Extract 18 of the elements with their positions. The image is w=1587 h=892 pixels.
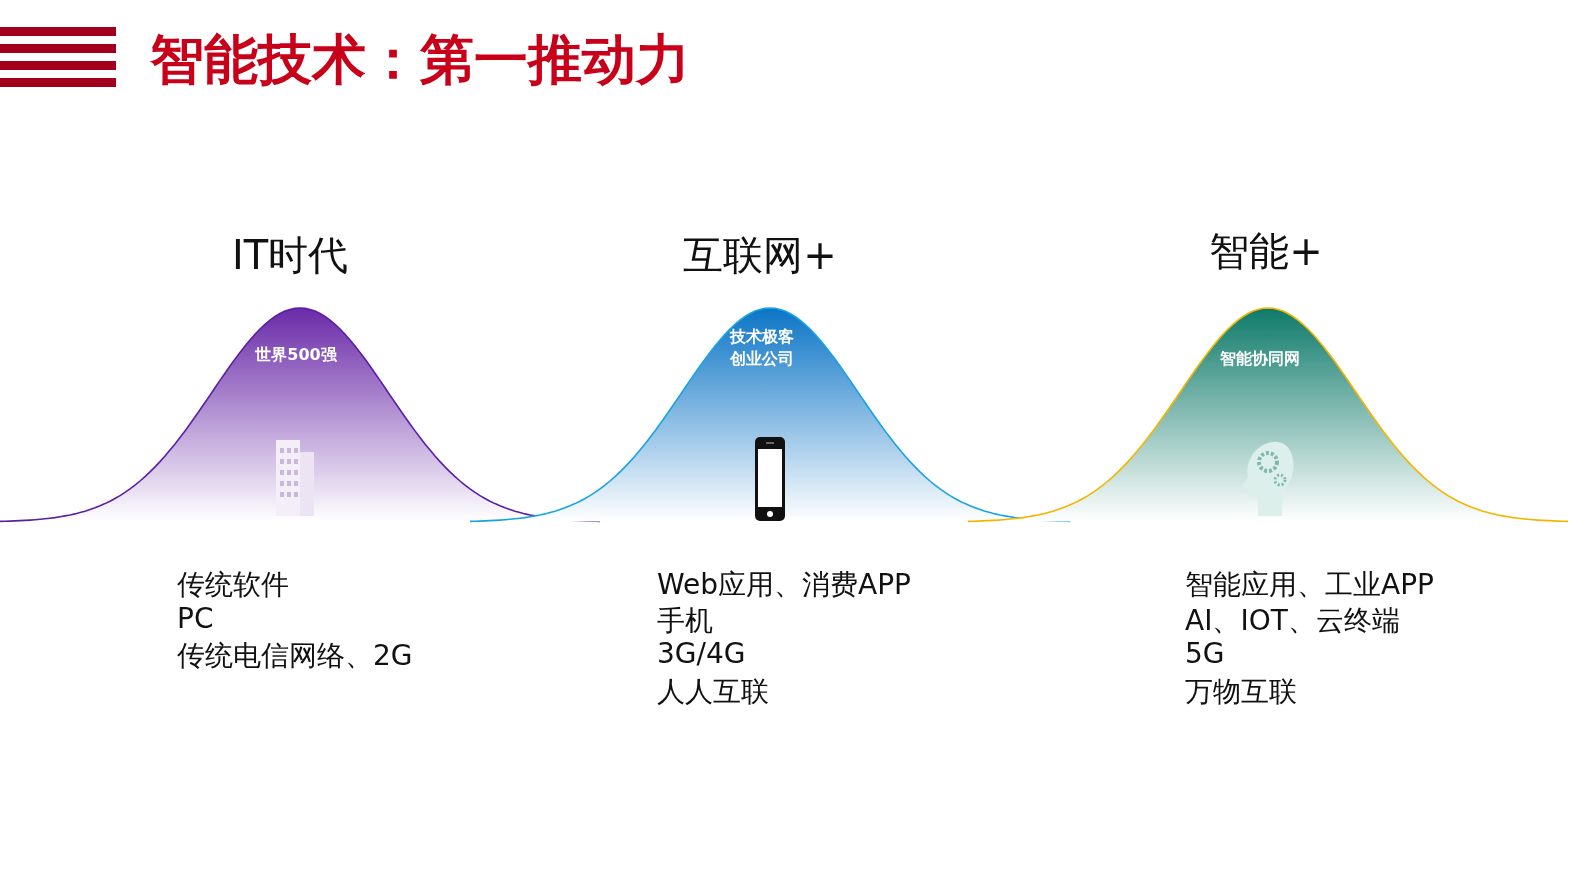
feature-text: Web应用、消费APP	[657, 567, 911, 603]
feature-text: 3G/4G	[657, 637, 746, 670]
era-heading: IT时代	[231, 231, 349, 280]
peak-label: 世界500强	[254, 344, 338, 366]
era-heading: 互联网+	[683, 231, 837, 280]
feature-text: AI、IOT、云终端	[1185, 602, 1400, 639]
feature-text: 手机	[657, 602, 713, 639]
peak-label: 智能协同网	[1219, 348, 1301, 370]
era-heading: 智能+	[1209, 227, 1323, 276]
feature-text: 智能应用、工业APP	[1185, 567, 1434, 603]
feature-text: 传统电信网络、2G	[177, 638, 413, 674]
feature-text: 5G	[1185, 637, 1225, 670]
feature-text: 传统软件	[177, 567, 289, 603]
peak-label: 技术极客创业公司	[728, 326, 795, 370]
feature-text: 人人互联	[657, 673, 769, 710]
feature-text: PC	[177, 601, 214, 635]
feature-text: 万物互联	[1185, 673, 1297, 710]
title: 智能技术：第一推动力	[150, 27, 690, 93]
